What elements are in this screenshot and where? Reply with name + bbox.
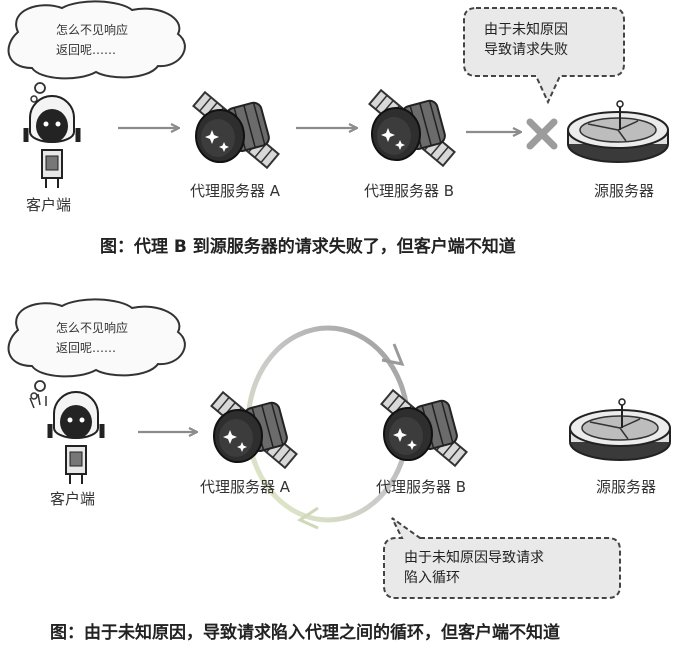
proxy-a-satellite-icon-1	[192, 91, 280, 169]
callout-bubble-1	[463, 7, 625, 105]
client-label-2: 客户端	[50, 490, 96, 508]
proxy-b-label-1: 代理服务器 B	[364, 182, 455, 200]
client-robot-icon-2	[50, 392, 102, 484]
thought-text-1: 怎么不见响应 返回呢……	[56, 20, 128, 60]
proxy-a-label-1: 代理服务器 A	[190, 182, 281, 200]
thought-line-2: 返回呢……	[56, 43, 117, 57]
thought-line-2: 返回呢……	[56, 341, 117, 355]
loop-arrowhead-top	[381, 343, 405, 367]
thought-cloud-1	[7, 0, 186, 80]
loop-arrowhead-bottom	[296, 506, 319, 530]
failure-x-icon	[526, 118, 558, 150]
callout-line-2: 导致请求失败	[484, 42, 568, 58]
callout-text-1: 由于未知原因 导致请求失败	[484, 20, 568, 60]
proxy-b-satellite-icon-1	[368, 89, 456, 167]
origin-server-icon-1	[567, 100, 669, 163]
proxy-b-label-2: 代理服务器 B	[376, 478, 467, 496]
thought-line-1: 怎么不见响应	[56, 321, 129, 335]
callout-line-2: 陷入循环	[404, 570, 460, 586]
client-robot-icon-1	[26, 96, 78, 188]
callout-text-2: 由于未知原因导致请求 陷入循环	[404, 548, 544, 588]
client-label-1: 客户端	[26, 196, 72, 214]
proxy-a-label-2: 代理服务器 A	[200, 478, 291, 496]
origin-label-1: 源服务器	[594, 182, 655, 200]
proxy-b-satellite-icon-2	[380, 389, 468, 467]
callout-line-1: 由于未知原因导致请求	[404, 550, 544, 566]
origin-server-icon-2	[569, 398, 671, 461]
origin-label-2: 源服务器	[596, 478, 657, 496]
thought-text-2: 怎么不见响应 返回呢……	[56, 318, 128, 358]
proxy-a-satellite-icon-2	[210, 391, 298, 469]
caption-1: 图：代理 B 到源服务器的请求失败了，但客户端不知道	[100, 237, 516, 257]
callout-bubble-2	[383, 517, 621, 599]
worry-marks-icon	[29, 393, 47, 409]
thought-line-1: 怎么不见响应	[56, 23, 129, 37]
callout-line-1: 由于未知原因	[484, 22, 568, 38]
thought-cloud-2	[7, 298, 186, 378]
caption-2: 图：由于未知原因，导致请求陷入代理之间的循环，但客户端不知道	[50, 623, 560, 643]
